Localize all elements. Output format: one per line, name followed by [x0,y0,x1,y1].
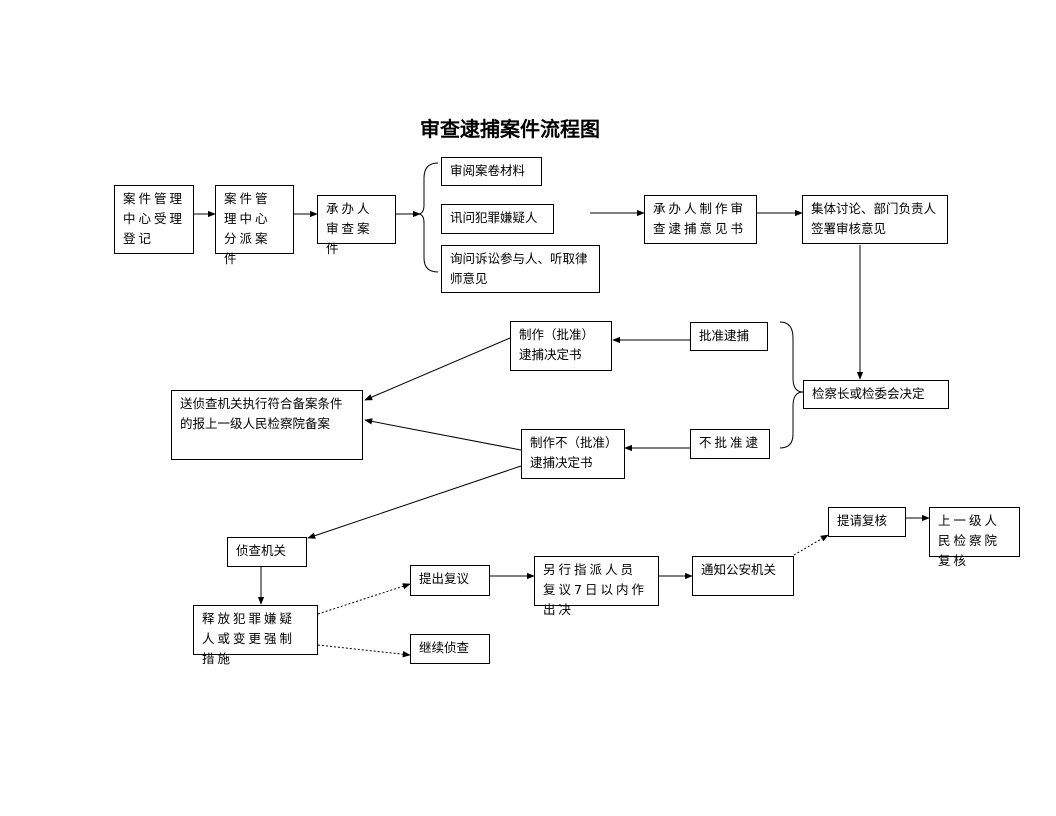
node-make-disapprove: 制作不（批准）逮捕决定书 [521,429,625,479]
node-assignment: 案件管理中心分派案件 [215,185,294,266]
node-read-files: 审阅案卷材料 [441,157,542,186]
page-title: 审查逮捕案件流程图 [420,117,600,141]
node-interrogate: 讯问犯罪嫌疑人 [441,204,554,234]
dotted-notify-request [793,534,829,556]
left-brace [417,162,439,273]
node-investigation-organ: 侦查机关 [227,537,307,567]
node-reassign: 另行指派人员复议7日以内作出决 [534,556,659,617]
node-release: 释放犯罪嫌疑人或变更强制措施 [193,605,318,666]
right-brace [779,321,804,449]
node-continue-investigation: 继续侦查 [410,634,490,664]
dotted-release-continue [317,644,411,658]
node-review: 承办人审查案件 [317,195,396,256]
arrow-makedisapprove-send [364,418,522,451]
arrow-makeapprove-send [364,337,511,401]
node-reconsider: 提出复议 [410,565,490,596]
node-disapprove: 不批准逮 [690,429,770,459]
node-reception: 案件管理中心受理登记 [114,185,194,254]
node-make-approve: 制作（批准）逮捕决定书 [510,321,612,371]
arrow-makedisapprove-investigation [307,465,522,539]
node-request-review: 提请复核 [828,507,906,537]
node-opinion: 承办人制作审查逮捕意见书 [644,195,757,244]
node-inquire: 询问诉讼参与人、听取律师意见 [441,245,600,293]
node-notify-police: 通知公安机关 [692,556,794,596]
node-upper-review: 上一级人民检察院复核 [929,507,1020,568]
node-procurator-decision: 检察长或检委会决定 [803,380,949,409]
node-send-execute: 送侦查机关执行符合备案条件的报上一级人民检察院备案 [171,390,363,460]
node-discussion: 集体讨论、部门负责人签署审核意见 [802,195,948,244]
dotted-release-reconsider [317,583,411,615]
node-approve: 批准逮捕 [690,322,768,351]
